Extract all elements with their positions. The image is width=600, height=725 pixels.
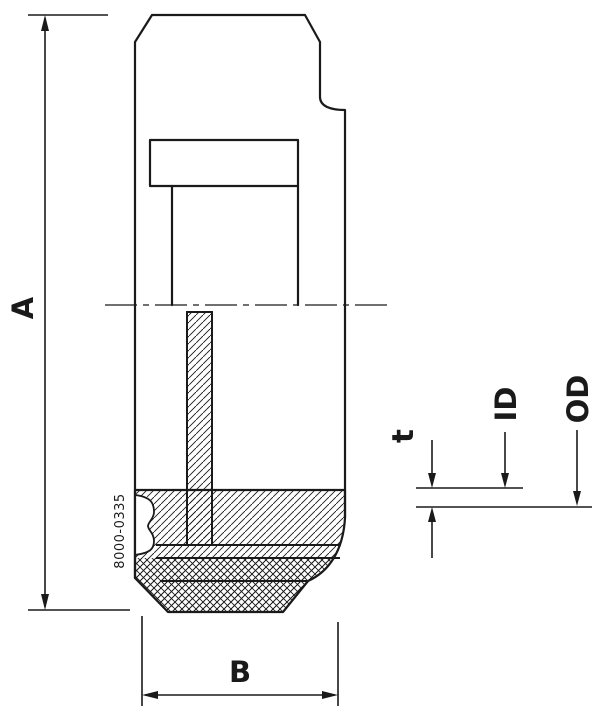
section-hatching (133, 311, 347, 614)
dim-a-arrowhead-bottom (41, 594, 49, 610)
nut-outline (133, 13, 347, 580)
dim-b-label: B (229, 655, 251, 689)
flange-internal-lines (156, 544, 340, 582)
nut-bore-lines (170, 184, 300, 307)
dim-a-arrowhead-top (41, 15, 49, 31)
thickness-label: t (386, 429, 420, 443)
inner-diameter-label: ID (489, 387, 523, 422)
dim-t-arrowhead-down (428, 473, 436, 488)
dim-id-group (501, 432, 509, 488)
dim-b-arrowhead-left (142, 691, 158, 699)
dim-b-arrowhead-right (322, 691, 338, 699)
outer-diameter-label: OD (561, 375, 595, 424)
dim-t-arrowhead-up (428, 507, 436, 522)
tube-wall-section (186, 311, 213, 546)
dim-t-group (428, 440, 436, 558)
dim-id-arrowhead (501, 473, 509, 488)
dim-od-arrowhead (573, 491, 581, 506)
thread-groove (134, 493, 155, 557)
dim-a-group (28, 14, 130, 611)
dim-od-group (573, 430, 581, 506)
reference-lines (416, 487, 592, 508)
dim-a-label: A (6, 296, 40, 319)
gasket-crosshatch (135, 558, 345, 612)
part-number-label: 8000-0335 (113, 493, 128, 568)
part-outline (133, 13, 347, 580)
nut-collar (148, 138, 300, 188)
dim-b-group (141, 616, 339, 706)
